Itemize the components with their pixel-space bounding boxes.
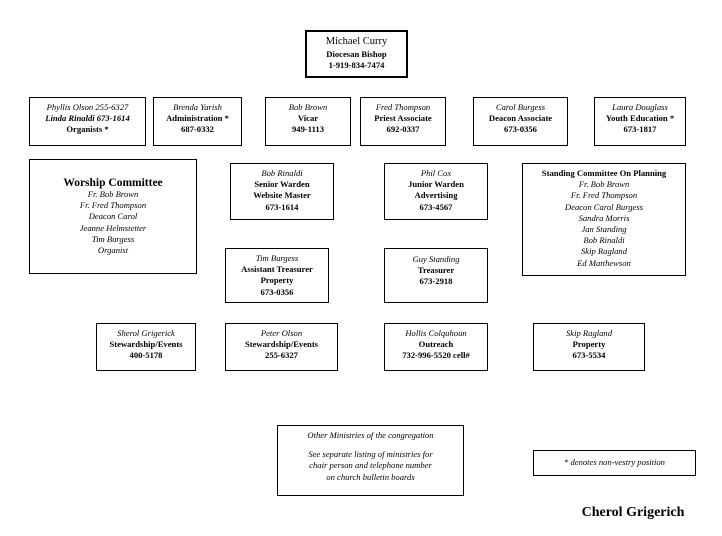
vicar-name: Bob Brown — [288, 102, 328, 112]
box-administration: Brenda Yarish Administration * 687-0332 — [153, 97, 242, 146]
asst-treasurer-role: Assistant Treasurer — [241, 264, 313, 275]
deacon-role: Deacon Associate — [488, 113, 553, 124]
box-outreach: Hollis Colquhoun Outreach 732-996-5520 c… — [384, 323, 488, 371]
vicar-role: Vicar — [297, 113, 319, 124]
planning-member: Skip Ragland — [580, 246, 628, 257]
box-worship-committee: Worship Committee Fr. Bob Brown Fr. Fred… — [29, 159, 197, 274]
other-ministries-title: Other Ministries of the congregation — [307, 430, 434, 440]
organists-role: Organists * — [66, 124, 109, 135]
worship-member: Tim Burgess — [91, 233, 135, 244]
planning-member: Fr. Fred Thompson — [570, 190, 638, 201]
other-ministries-text: on church bulletin boards — [326, 471, 415, 482]
planning-member: Deacon Carol Burgess — [564, 201, 644, 212]
box-other-ministries: Other Ministries of the congregation See… — [277, 425, 464, 496]
box-vicar: Bob Brown Vicar 949-1113 — [265, 97, 351, 146]
asst-treasurer-name: Tim Burgess — [255, 253, 299, 263]
box-assistant-treasurer: Tim Burgess Assistant Treasurer Property… — [225, 248, 329, 303]
box-deacon-associate: Carol Burgess Deacon Associate 673-0356 — [473, 97, 568, 146]
planning-member: Sandra Morris — [578, 212, 630, 223]
senior-warden-phone: 673-1614 — [265, 201, 299, 212]
organist-2: Linda Rinaldi 673-1614 — [45, 113, 130, 124]
treasurer-phone: 673-2918 — [419, 276, 453, 287]
box-organists: Phyllis Olson 255-6327 Linda Rinaldi 673… — [29, 97, 146, 146]
junior-warden-role-2: Advertising — [414, 190, 458, 201]
treasurer-name: Guy Standing — [412, 254, 460, 264]
box-property: Skip Ragland Property 673-5534 — [533, 323, 645, 371]
outreach-name: Hollis Colquhoun — [405, 328, 467, 338]
outreach-phone: 732-996-5520 cell# — [402, 350, 470, 361]
asst-treasurer-role-2: Property — [260, 275, 294, 286]
senior-warden-name: Bob Rinaldi — [261, 168, 303, 178]
planning-member: Bob Rinaldi — [583, 235, 625, 246]
senior-warden-role: Senior Warden — [254, 179, 310, 190]
junior-warden-name: Phil Cox — [420, 168, 452, 178]
bishop-role: Diocesan Bishop — [326, 48, 387, 59]
worship-title: Worship Committee — [63, 177, 163, 189]
box-planning-committee: Standing Committee On Planning Fr. Bob B… — [522, 163, 686, 276]
bishop-name: Michael Curry — [325, 36, 388, 47]
worship-member: Jeanne Helmstetter — [79, 222, 147, 233]
worship-member: Fr. Bob Brown — [87, 189, 139, 199]
property-role: Property — [572, 339, 606, 350]
deacon-phone: 673-0356 — [504, 124, 537, 135]
planning-title: Standing Committee On Planning — [541, 168, 667, 178]
signature: Cherol Grigerich — [581, 505, 685, 520]
youth-role: Youth Education * — [605, 113, 675, 124]
box-junior-warden: Phil Cox Junior Warden Advertising 673-4… — [384, 163, 488, 220]
worship-member: Deacon Carol — [88, 211, 138, 222]
property-phone: 673-5534 — [572, 350, 606, 361]
admin-name: Brenda Yarish — [173, 102, 222, 112]
stewardship-1-phone: 400-5178 — [129, 350, 163, 361]
other-ministries-text: See separate listing of ministries for — [308, 449, 433, 460]
youth-name: Laura Douglass — [612, 102, 668, 112]
treasurer-role: Treasurer — [417, 265, 455, 276]
box-youth-education: Laura Douglass Youth Education * 673-181… — [594, 97, 686, 146]
planning-member: Fr. Bob Brown — [578, 179, 630, 190]
outreach-role: Outreach — [418, 339, 454, 350]
senior-warden-role-2: Website Master — [253, 190, 311, 201]
stewardship-2-role: Stewardship/Events — [244, 339, 319, 350]
admin-phone: 687-0332 — [181, 124, 214, 135]
vicar-phone: 949-1113 — [292, 124, 324, 135]
priest-phone: 692-0337 — [386, 124, 420, 135]
worship-member: Fr. Fred Thompson — [79, 200, 147, 211]
planning-member: Ed Matthewson — [577, 257, 631, 268]
bishop-phone: 1-919-834-7474 — [328, 59, 385, 70]
admin-role: Administration * — [166, 113, 229, 124]
box-priest-associate: Fred Thompson Priest Associate 692-0337 — [360, 97, 446, 146]
junior-warden-phone: 673-4567 — [419, 201, 453, 212]
priest-name: Fred Thompson — [375, 102, 431, 112]
stewardship-2-phone: 255-6327 — [265, 350, 298, 361]
junior-warden-role: Junior Warden — [408, 179, 464, 190]
asst-treasurer-phone: 673-0356 — [260, 286, 294, 297]
box-stewardship-1: Sherol Grigerick Stewardship/Events 400-… — [96, 323, 196, 371]
property-name: Skip Ragland — [565, 328, 613, 338]
other-ministries-text: chair person and telephone number — [309, 460, 432, 471]
priest-role: Priest Associate — [374, 113, 432, 124]
stewardship-2-name: Peter Olson — [260, 328, 303, 338]
deacon-name: Carol Burgess — [495, 102, 546, 112]
organist-1: Phyllis Olson 255-6327 — [46, 102, 129, 112]
stewardship-1-role: Stewardship/Events — [109, 339, 183, 350]
box-stewardship-2: Peter Olson Stewardship/Events 255-6327 — [225, 323, 338, 371]
stewardship-1-name: Sherol Grigerick — [117, 328, 175, 338]
box-treasurer: Guy Standing Treasurer 673-2918 — [384, 248, 488, 303]
root-box-bishop: Michael Curry Diocesan Bishop 1-919-834-… — [305, 30, 408, 78]
note-box: * denotes non-vestry position — [533, 450, 696, 476]
youth-phone: 673-1817 — [623, 124, 657, 135]
note-text: * denotes non-vestry position — [564, 457, 665, 467]
box-senior-warden: Bob Rinaldi Senior Warden Website Master… — [230, 163, 334, 220]
worship-member: Organist — [97, 245, 129, 256]
planning-member: Jan Standing — [581, 224, 627, 235]
